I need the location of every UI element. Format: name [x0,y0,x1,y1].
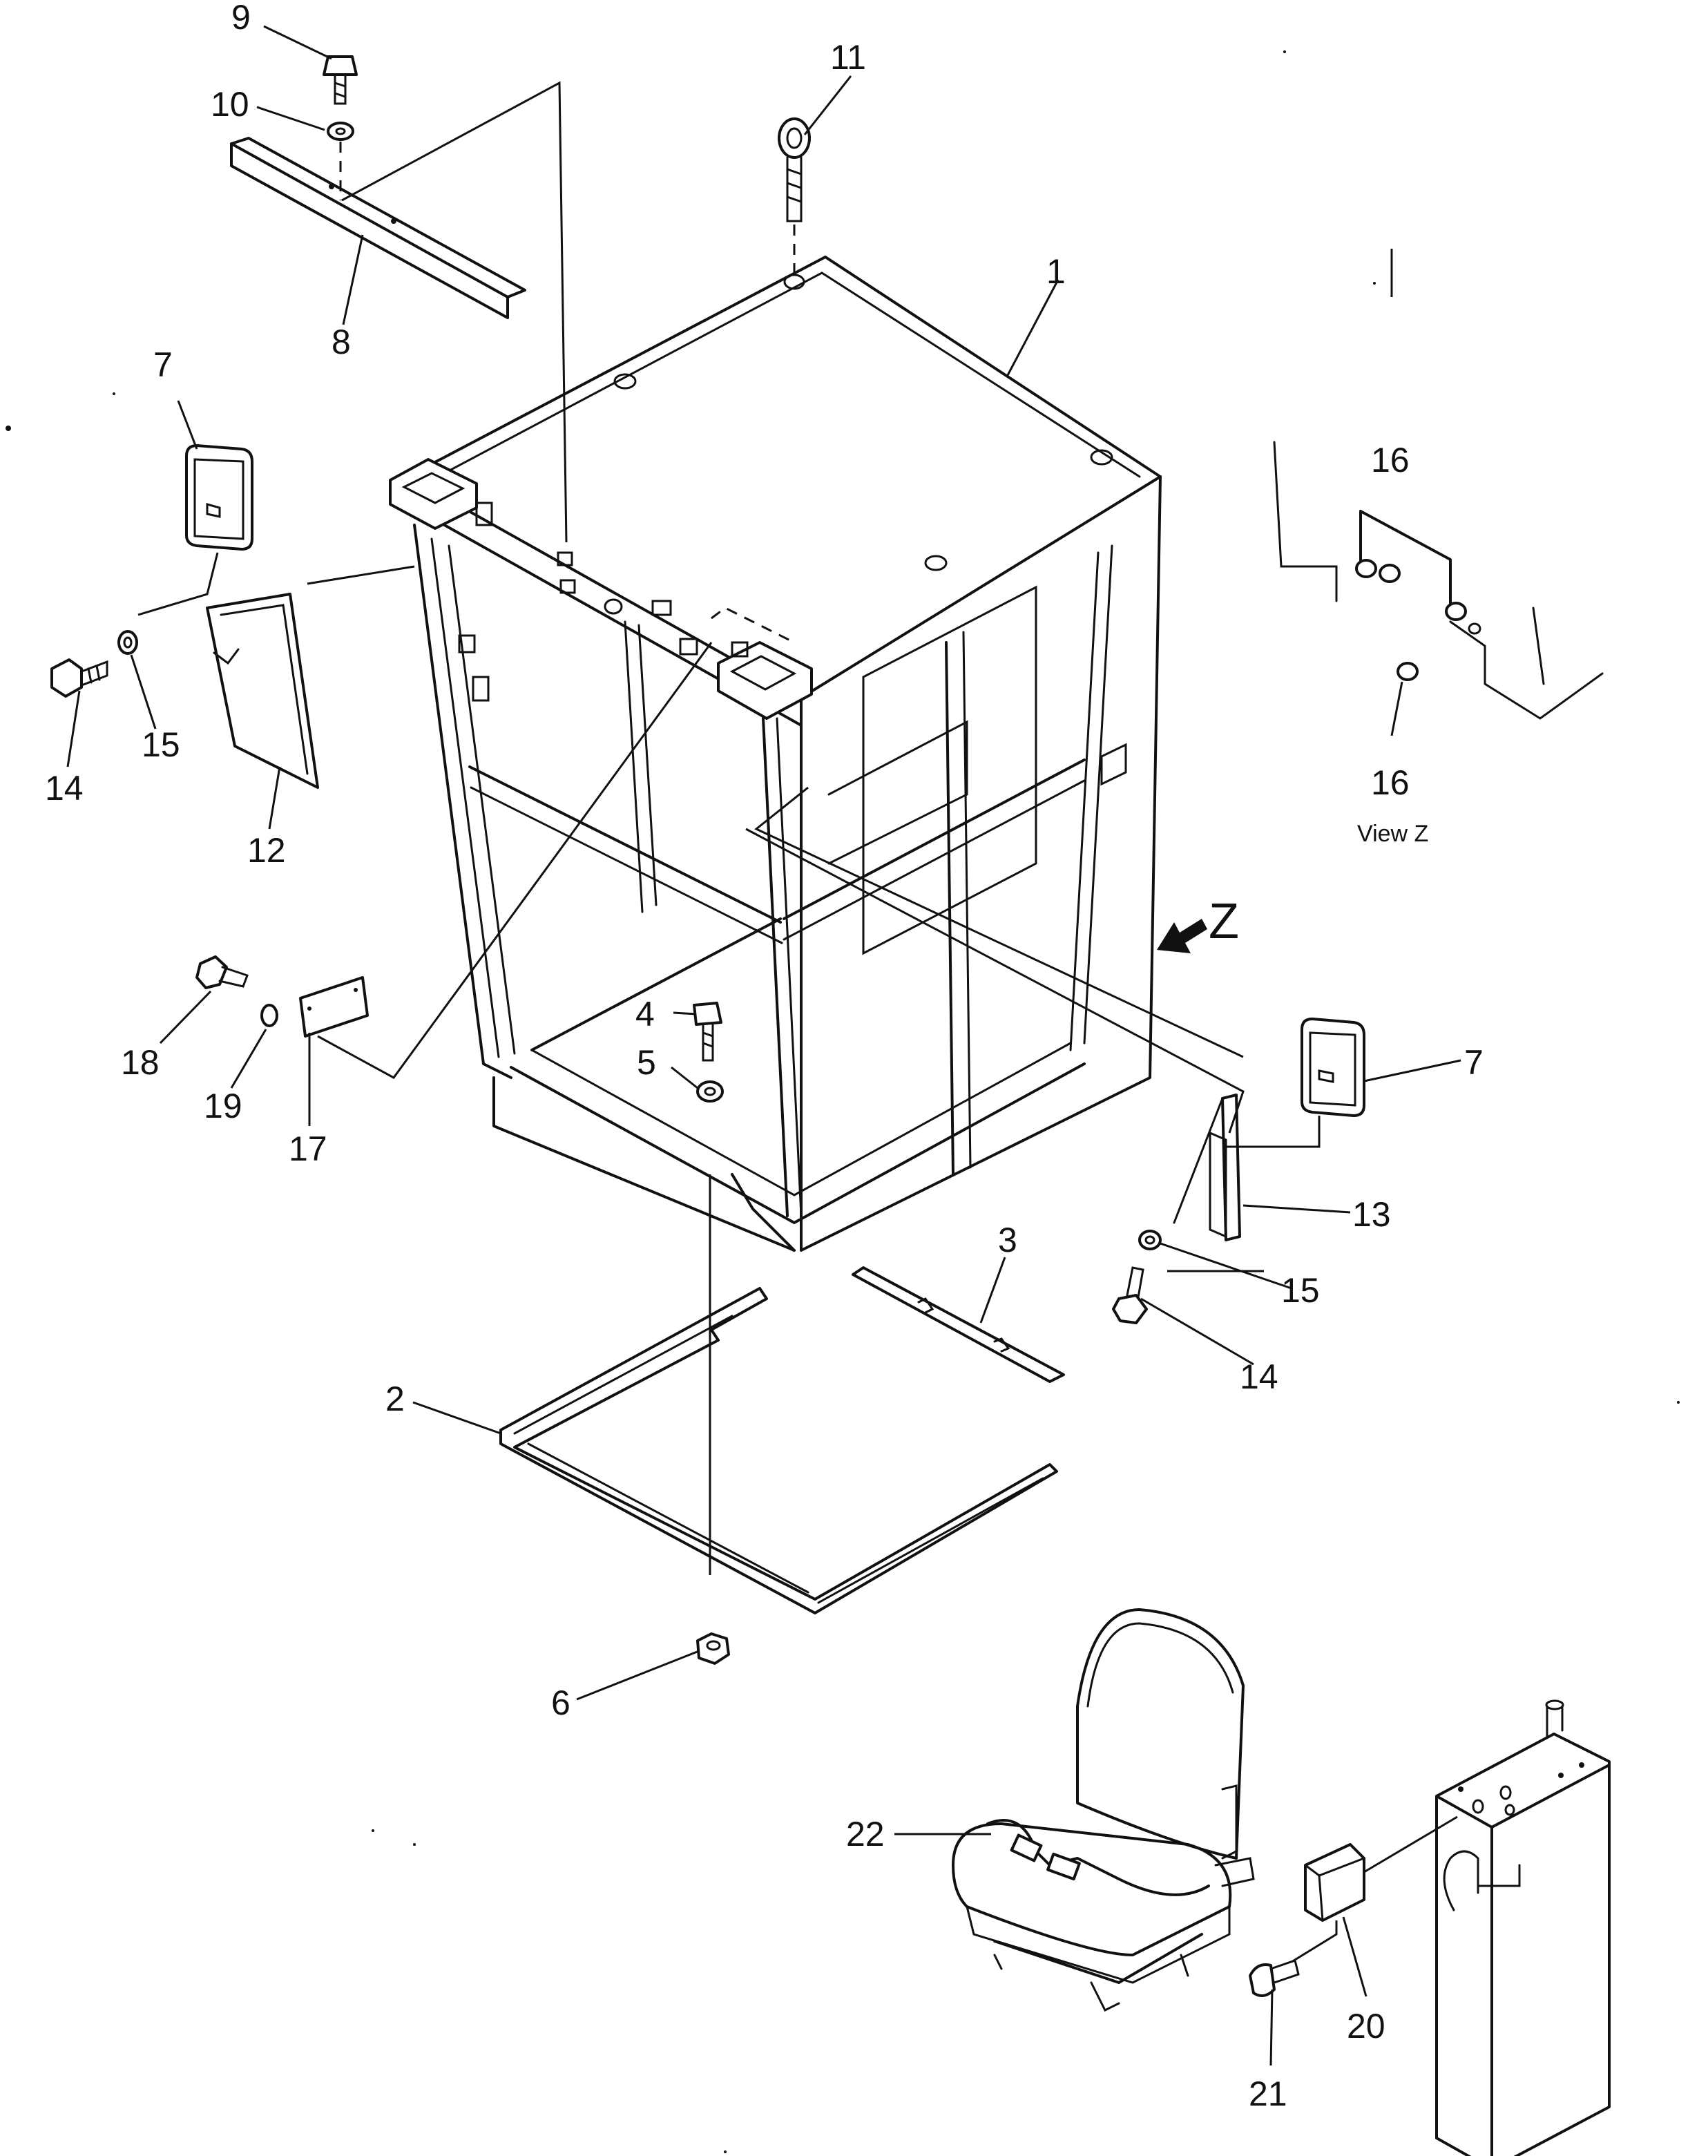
callout-21: 21 [1249,2074,1287,2113]
callout-14-right: 14 [1240,1357,1278,1396]
seat-part-22 [952,1608,1255,2012]
switch-part-20 [1304,1843,1365,1922]
view-z-arrow-label: Z [1209,894,1239,949]
callout-11: 11 [830,38,866,77]
callout-15-left: 15 [142,725,180,764]
callout-7-left: 7 [153,345,173,384]
callout-5: 5 [637,1043,656,1082]
bolt-part-4 [693,1002,722,1062]
callout-4: 4 [635,995,655,1033]
plate-part-17 [299,976,369,1038]
mirror-part-7-left [185,444,253,551]
callout-1: 1 [1046,252,1066,291]
callout-22: 22 [846,1815,885,1853]
bolt-part-18 [195,955,249,989]
callout-9: 9 [231,0,251,37]
washer-part-5 [696,1080,724,1103]
guide-line-13b [1222,1116,1321,1148]
cab-body [389,256,1162,1252]
mirror-stay-part-12 [206,593,319,789]
callout-14-left: 14 [45,769,84,808]
callout-8: 8 [332,323,351,361]
nut-part-6 [696,1632,730,1665]
callout-7-right: 7 [1464,1043,1484,1082]
screw-part-21 [1249,1959,1300,1997]
callout-20: 20 [1347,2007,1385,2045]
washer-part-15-left [117,630,138,655]
callout-16-bottom: 16 [1371,763,1410,802]
bolt-part-14-left [50,658,108,698]
bolt-part-14-right [1112,1266,1148,1324]
seal-frame-part-2 [499,1287,1058,1614]
guide-line-12 [137,552,219,616]
guide-line-17 [317,642,713,1079]
guide-line-8 [341,81,568,543]
mirror-part-7-right [1301,1018,1365,1117]
callout-6: 6 [551,1683,570,1722]
washer-part-15-right [1138,1230,1162,1250]
callout-16-top: 16 [1371,441,1410,479]
callout-labels: 9 10 11 1 8 7 16 16 14 15 12 18 19 17 4 … [45,0,1484,2113]
scan-specks [6,50,1680,2153]
bolt-part-9 [323,55,358,105]
guide-line-12b [307,565,415,585]
callout-leaders [66,25,1461,2066]
callout-17: 17 [289,1129,327,1168]
callout-3: 3 [998,1221,1017,1259]
guide-line-13 [745,828,1245,1134]
washer-part-10 [327,122,354,141]
console-box [1435,1699,1611,2156]
callout-18: 18 [121,1043,160,1082]
callout-2: 2 [385,1380,405,1418]
eye-bolt-part-11 [778,117,811,222]
view-z-caption: View Z [1357,821,1428,847]
callout-10: 10 [211,85,249,124]
callout-15-right: 15 [1281,1271,1320,1310]
guide-line-13c [754,786,1244,1058]
cross-bar-part-8 [230,137,526,319]
guide-line-20 [1363,1815,1458,1873]
guide-line-21 [1291,1920,1338,1963]
mirror-stay-part-13 [1173,1094,1241,1241]
view-z-arrow [1157,919,1207,953]
callout-19: 19 [204,1087,242,1125]
strip-part-3 [852,1266,1065,1383]
washer-part-19 [260,1004,278,1027]
view-z-inset [1273,441,1604,720]
callout-12: 12 [247,831,286,870]
callout-13: 13 [1352,1195,1391,1234]
